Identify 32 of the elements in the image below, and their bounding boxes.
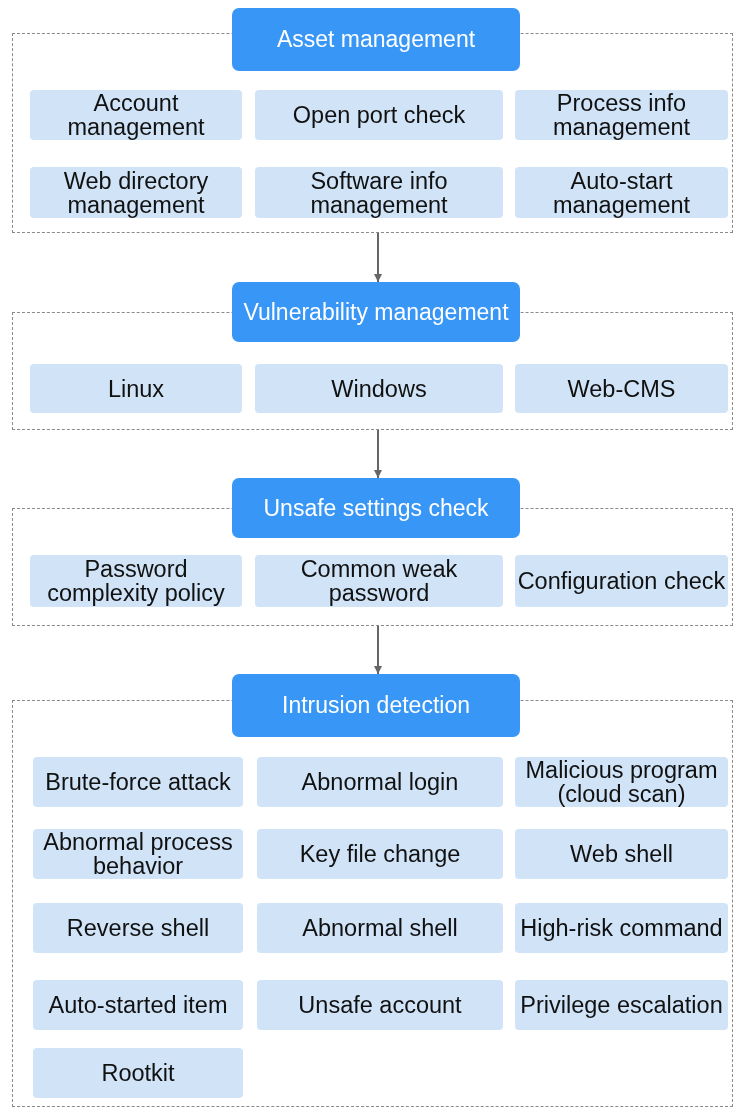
feature-box: Auto-started item — [33, 980, 243, 1030]
section-header: Asset management — [232, 8, 520, 71]
feature-box: Key file change — [257, 829, 503, 879]
feature-box: Common weak password — [255, 555, 503, 607]
feature-box: Privilege escalation — [515, 980, 728, 1030]
feature-box: Reverse shell — [33, 903, 243, 953]
arrow — [374, 232, 382, 283]
feature-box: Brute-force attack — [33, 757, 243, 807]
feature-box: Abnormal shell — [257, 903, 503, 953]
feature-box: Password complexity policy — [30, 555, 242, 607]
feature-box: Linux — [30, 364, 242, 413]
arrow — [374, 429, 382, 479]
feature-box: Rootkit — [33, 1048, 243, 1098]
feature-box: Auto-start management — [515, 167, 728, 218]
section-header: Vulnerability management — [232, 282, 520, 342]
feature-box: Unsafe account — [257, 980, 503, 1030]
arrow — [374, 625, 382, 675]
feature-box: Malicious program (cloud scan) — [515, 757, 728, 807]
feature-box: Abnormal login — [257, 757, 503, 807]
feature-box: Configuration check — [515, 555, 728, 607]
feature-box: Process info management — [515, 90, 728, 140]
feature-box: Windows — [255, 364, 503, 413]
feature-box: Web shell — [515, 829, 728, 879]
feature-box: High-risk command — [515, 903, 728, 953]
section-header: Unsafe settings check — [232, 478, 520, 538]
feature-box: Open port check — [255, 90, 503, 140]
feature-box: Abnormal process behavior — [33, 829, 243, 879]
section-header: Intrusion detection — [232, 674, 520, 737]
feature-box: Account management — [30, 90, 242, 140]
feature-box: Web-CMS — [515, 364, 728, 413]
feature-box: Software info management — [255, 167, 503, 218]
feature-box: Web directory management — [30, 167, 242, 218]
